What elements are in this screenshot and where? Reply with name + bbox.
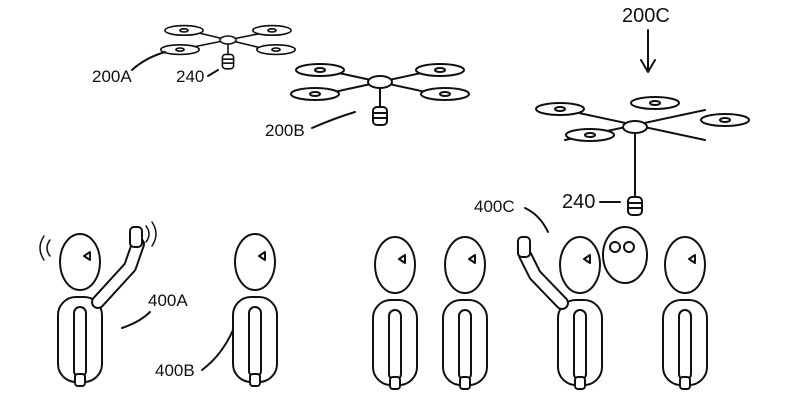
- leader-400c: [524, 207, 549, 233]
- leader-200c: [640, 29, 656, 73]
- person-background: [602, 226, 648, 284]
- drone-200c: [535, 96, 750, 216]
- person-pair-left: [372, 236, 418, 390]
- person-400c: [517, 236, 603, 390]
- leader-400b: [201, 329, 234, 371]
- label-200a: 200A: [92, 67, 132, 86]
- person-400a: [39, 221, 157, 387]
- person-right: [662, 236, 708, 390]
- drone-200a: [160, 24, 297, 70]
- person-400b: [232, 233, 278, 387]
- drone-200b: [290, 63, 470, 126]
- label-200c: 200C: [622, 5, 670, 27]
- label-400c: 400C: [474, 197, 515, 216]
- label-400b: 400B: [155, 361, 195, 380]
- leader-240-a: [207, 69, 219, 77]
- leader-200b: [311, 111, 356, 129]
- leader-200a: [131, 51, 166, 71]
- person-pair-right: [442, 236, 488, 390]
- label-200b: 200B: [265, 121, 305, 140]
- leader-400a: [121, 311, 151, 329]
- label-240-c: 240: [562, 191, 595, 213]
- label-400a: 400A: [148, 291, 188, 310]
- label-240-a: 240: [176, 67, 204, 86]
